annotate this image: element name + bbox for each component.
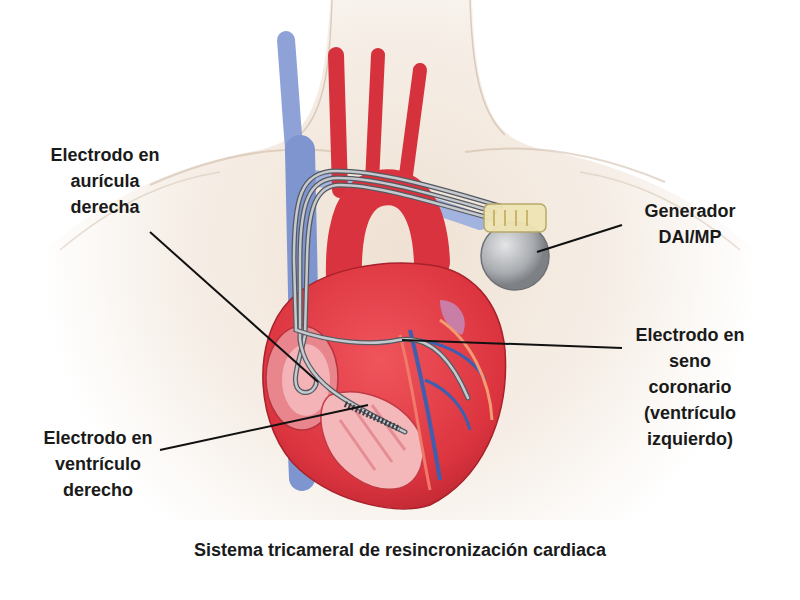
- heart-part: [340, 405, 405, 470]
- callout-label: Electrodo en seno coronario (ventrículo …: [630, 322, 750, 452]
- leads: [294, 171, 500, 432]
- torso-part: [300, 0, 332, 135]
- torso-part: [470, 0, 505, 135]
- torso: [0, 0, 800, 520]
- heart-part: [321, 392, 423, 489]
- torso-part: [465, 149, 665, 182]
- great-vessels-part: [404, 70, 420, 190]
- leads-part: [294, 171, 500, 398]
- leader-lines-part: [537, 225, 622, 252]
- generator-part: [484, 204, 546, 232]
- generator: [481, 204, 549, 290]
- leader-lines-part: [150, 232, 318, 382]
- heart-part: [420, 340, 485, 430]
- leader-lines-part: [160, 405, 368, 450]
- heart-part: [400, 335, 430, 490]
- leads-part: [294, 171, 500, 398]
- torso-part: [0, 0, 800, 520]
- leads-part: [295, 185, 490, 393]
- callout-label: Generador DAI/MP: [630, 198, 750, 250]
- callout-label: Electrodo en ventrículo derecho: [33, 425, 163, 503]
- leader-lines-part: [402, 340, 622, 348]
- heart-part: [440, 320, 492, 420]
- great-vessels-part: [372, 55, 378, 182]
- callout-label: Electrodo en aurícula derecha: [40, 142, 170, 220]
- leader-lines: [150, 225, 622, 450]
- leads-part: [295, 185, 490, 393]
- generator-part: [494, 210, 527, 226]
- figure-caption: Sistema tricameral de resincronización c…: [0, 538, 800, 562]
